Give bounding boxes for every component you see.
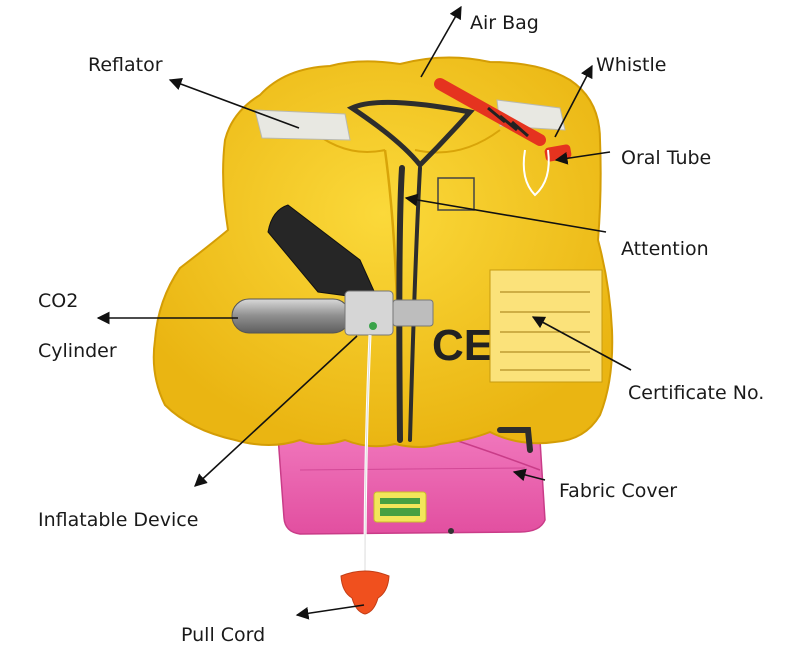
- label-attention: Attention: [621, 240, 709, 259]
- arrow-pull-cord: [297, 605, 364, 615]
- ce-mark: CE: [432, 321, 493, 370]
- label-oral-tube: Oral Tube: [621, 149, 711, 168]
- label-pull-cord: Pull Cord: [181, 626, 265, 645]
- label-co2-line1: CO2: [38, 292, 78, 311]
- label-reflator: Reflator: [88, 56, 163, 75]
- label-co2-line2: Cylinder: [38, 342, 117, 361]
- label-whistle: Whistle: [596, 56, 666, 75]
- label-certificate: Certificate No.: [628, 384, 764, 403]
- label-air-bag: Air Bag: [470, 14, 539, 33]
- label-fabric-cover: Fabric Cover: [559, 482, 677, 501]
- label-inflatable-device: Inflatable Device: [38, 511, 198, 530]
